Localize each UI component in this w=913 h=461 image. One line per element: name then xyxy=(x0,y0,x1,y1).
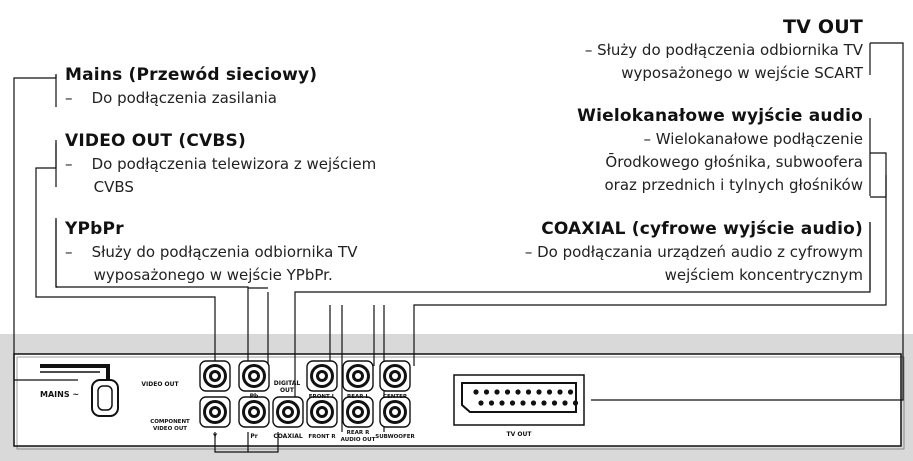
front-l-jack xyxy=(306,360,338,392)
coaxial-desc-1: – Do podłączania urządzeń audio z cyfrow… xyxy=(524,243,863,261)
scart-pin xyxy=(515,389,521,395)
scart-pin xyxy=(478,400,484,406)
rear-l-jack xyxy=(342,360,374,392)
scart-connector xyxy=(453,374,585,426)
digital-out-text-2: OUT xyxy=(280,387,295,394)
leader-lines xyxy=(13,42,904,453)
component-text-2: VIDEO OUT xyxy=(153,426,187,432)
pr-text: Pr xyxy=(250,433,257,440)
scart-pin xyxy=(483,389,490,395)
rear-r-jack xyxy=(342,396,374,428)
multichannel-desc-2: Ōrodkowego głośnika, subwoofera xyxy=(605,153,863,171)
tv-out-label: TV OUT – Służy do podłączenia odbiornika… xyxy=(585,16,863,85)
pr-jack xyxy=(238,396,270,428)
mains-title: Mains (Przewód sieciowy) xyxy=(65,65,318,85)
video-out-desc-2: CVBS xyxy=(65,178,134,196)
tv-out-title: TV OUT xyxy=(782,16,863,38)
mains-socket xyxy=(40,364,119,417)
video-out-text: VIDEO OUT xyxy=(141,381,179,388)
video-out-title: VIDEO OUT (CVBS) xyxy=(65,131,246,151)
y-text: Y xyxy=(212,433,218,440)
coaxial-jack xyxy=(272,396,304,428)
subwoofer-text: SUBWOOFER xyxy=(375,434,415,440)
rear-l-text: REAR L xyxy=(347,394,369,400)
video-out-jack xyxy=(199,360,231,392)
tv-out-desc-2: wyposażonego w wejście SCART xyxy=(621,64,863,82)
scart-pin xyxy=(541,400,547,406)
scart-pin xyxy=(562,400,568,406)
multichannel-label: Wielokanałowe wyjście audio – Wielokanał… xyxy=(577,105,863,197)
component-text-1: COMPONENT xyxy=(150,419,190,425)
scart-pin xyxy=(567,389,574,395)
subwoofer-jack xyxy=(379,396,411,428)
digital-out-text-1: DIGITAL xyxy=(274,380,301,387)
scart-pin xyxy=(488,400,495,406)
mains-desc-1: – Do podłączenia zasilania xyxy=(65,89,277,107)
pb-text: Pb xyxy=(250,393,259,400)
ypbpr-desc-1: – Służy do podłączenia odbiornika TV xyxy=(65,243,358,261)
audio-out-text: AUDIO OUT xyxy=(341,437,376,443)
scart-pin xyxy=(551,400,558,406)
mains-text: MAINS ~ xyxy=(40,390,79,399)
coaxial-title: COAXIAL (cyfrowe wyjście audio) xyxy=(541,219,863,239)
mains-label: Mains (Przewód sieciowy) – Do podłączeni… xyxy=(65,64,317,110)
scart-pin xyxy=(504,389,511,395)
rear-r-text: REAR R xyxy=(347,430,370,436)
center-text: CENTER xyxy=(383,394,408,400)
scart-pin xyxy=(499,400,505,406)
ypbpr-desc-2: wyposażonego w wejście YPbPr. xyxy=(65,266,333,284)
coaxial-desc-2: wejściem koncentrycznym xyxy=(664,266,863,284)
y-jack xyxy=(199,396,231,428)
scart-pin xyxy=(473,389,479,395)
pb-jack xyxy=(238,360,270,392)
tv-out-text: TV OUT xyxy=(507,431,533,438)
front-l-text: FRONT L xyxy=(309,394,336,400)
coaxial-text: COAXIAL xyxy=(273,433,302,440)
multichannel-title: Wielokanałowe wyjście audio xyxy=(577,106,863,126)
scart-pin xyxy=(494,389,500,395)
scart-pin xyxy=(520,400,526,406)
scart-pin xyxy=(530,400,537,406)
scart-pin xyxy=(525,389,532,395)
ypbpr-label: YPbPr – Służy do podłączenia odbiornika … xyxy=(65,218,357,287)
video-out-desc-1: – Do podłączenia telewizora z wejściem xyxy=(65,155,377,173)
center-jack xyxy=(379,360,411,392)
scart-pin xyxy=(557,389,563,395)
front-r-jack xyxy=(306,396,338,428)
multichannel-desc-3: oraz przednich i tylnych głośników xyxy=(604,176,863,194)
ypbpr-title: YPbPr xyxy=(65,219,124,239)
scart-pin xyxy=(509,400,516,406)
tv-out-desc-1: – Służy do podłączenia odbiornika TV xyxy=(584,41,863,59)
scart-pin xyxy=(536,389,542,395)
video-out-label: VIDEO OUT (CVBS) – Do podłączenia telewi… xyxy=(65,130,376,199)
rca-jacks xyxy=(199,360,411,428)
multichannel-desc-1: – Wielokanałowe podłączenie xyxy=(643,130,863,148)
coaxial-label: COAXIAL (cyfrowe wyjście audio) – Do pod… xyxy=(525,218,863,287)
scart-pin xyxy=(546,389,553,395)
scart-pin xyxy=(572,400,579,406)
front-r-text: FRONT R xyxy=(308,434,336,440)
